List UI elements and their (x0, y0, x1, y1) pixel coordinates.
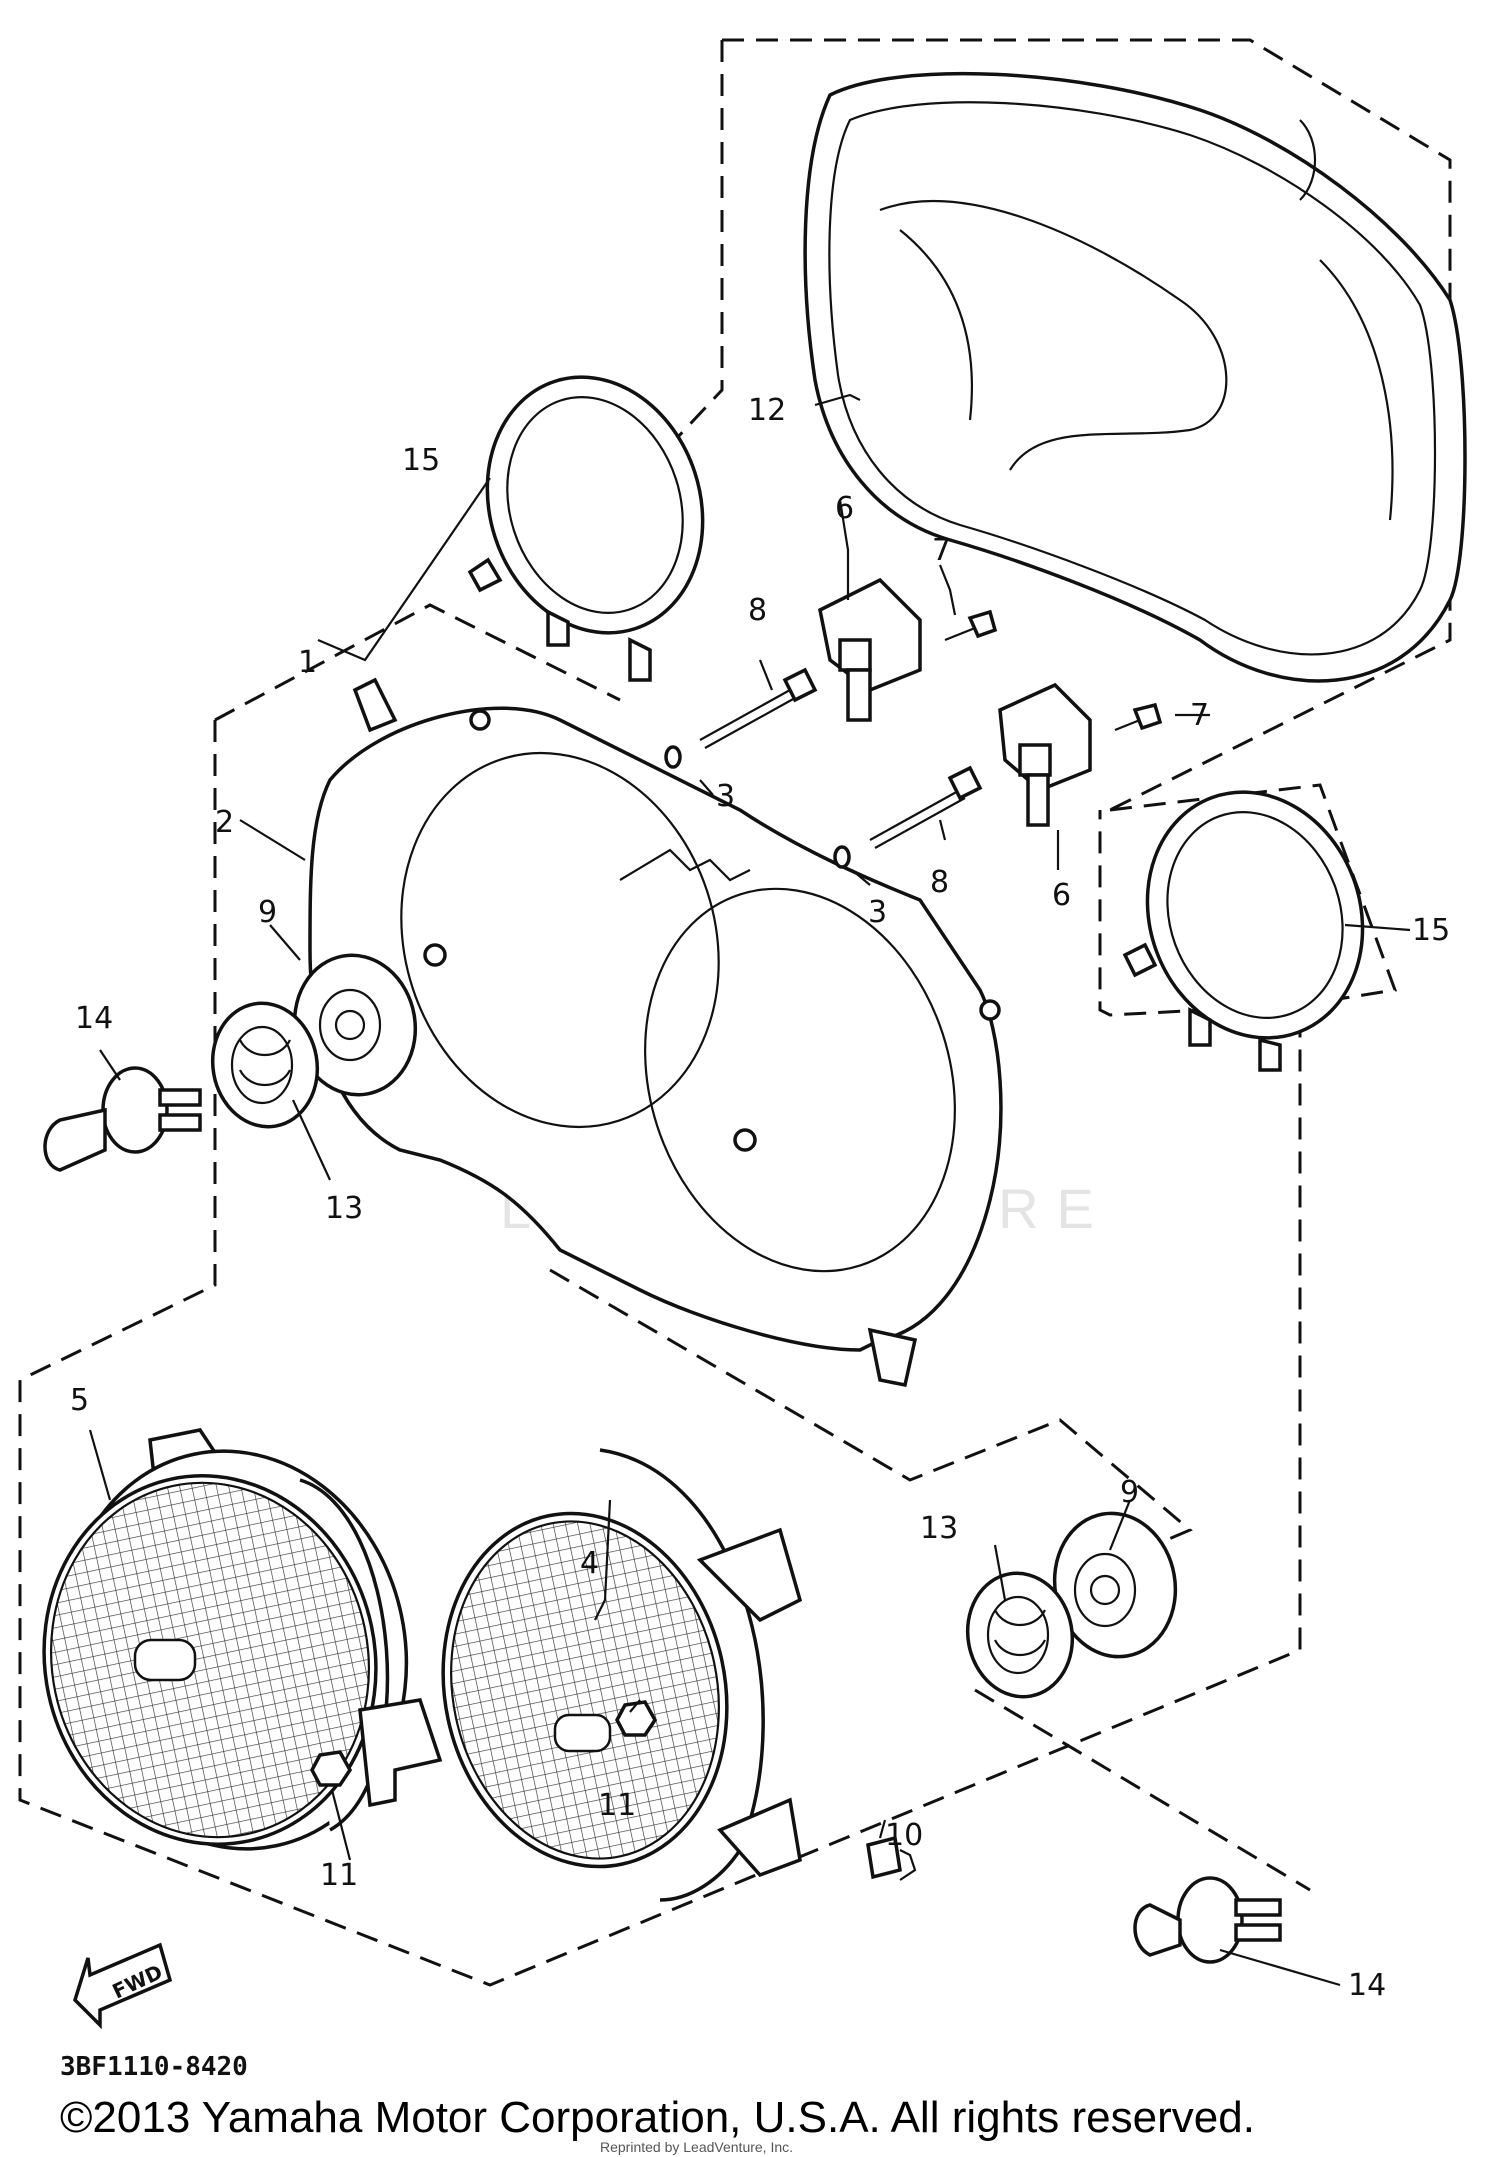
callout-15-right: 15 (1412, 913, 1450, 948)
callout-13-upper: 13 (325, 1191, 363, 1226)
part-8-adjust-screw-upper (699, 667, 818, 749)
callout-3-upper: 3 (716, 779, 735, 814)
diagram-code: 3BF1110-8420 (60, 2052, 248, 2082)
callout-8-upper: 8 (748, 593, 767, 628)
callout-10: 10 (885, 1818, 923, 1853)
callout-15-upper: 15 (402, 443, 440, 478)
callout-11-center: 11 (598, 1788, 636, 1823)
part-7-screw-upper (944, 609, 998, 642)
part-3-oring-upper (664, 745, 682, 769)
part-15-ring-right (1122, 790, 1365, 1072)
callout-11-left: 11 (320, 1858, 358, 1893)
part-3-oring-lower (833, 845, 851, 869)
callout-13-lower: 13 (920, 1511, 958, 1546)
group-outline-14-right (974, 1688, 1311, 1892)
leader-lines (88, 393, 1411, 1987)
part-7-screw-lower (1114, 702, 1163, 732)
part-11-nut-center (615, 1700, 658, 1737)
part-10-position-bulb (866, 1819, 902, 1880)
part-9-socket-cover-upper (292, 953, 418, 1097)
reprint-note: Reprinted by LeadVenture, Inc. (600, 2139, 793, 2155)
part-13-socket-ring-upper (210, 1001, 320, 1129)
callout-3-lower: 3 (868, 895, 887, 930)
part-14-bulb-upper (43, 1066, 202, 1172)
callout-14-lower: 14 (1348, 1968, 1386, 2003)
part-8-adjust-screw-lower (869, 765, 983, 849)
part-11-nut-left (310, 1750, 353, 1787)
group-outline-12 (598, 38, 1452, 812)
callout-6-upper: 6 (835, 491, 854, 526)
callout-9-lower: 9 (1120, 1475, 1139, 1510)
callout-12: 12 (748, 393, 786, 428)
callout-8-lower: 8 (930, 865, 949, 900)
part-14-bulb-lower (1133, 1876, 1282, 1964)
callout-5: 5 (70, 1383, 89, 1418)
callout-14-upper: 14 (75, 1001, 113, 1036)
part-6-bracket-lower (998, 682, 1092, 827)
callout-2: 2 (215, 805, 234, 840)
callout-7-lower: 7 (1190, 698, 1209, 733)
part-12-cowling (803, 71, 1467, 683)
copyright-notice: ©2013 Yamaha Motor Corporation, U.S.A. A… (60, 2093, 1255, 2142)
callout-7-upper: 7 (932, 533, 951, 568)
callout-1: 1 (298, 645, 317, 680)
part-4-lamp-unit-center (441, 1448, 803, 1902)
part-13-socket-ring-lower (965, 1571, 1075, 1699)
callout-9-upper: 9 (258, 895, 277, 930)
callout-4: 4 (580, 1546, 599, 1581)
callout-6-lower: 6 (1052, 878, 1071, 913)
group-outline-2 (18, 603, 1302, 1987)
part-5-lamp-unit-left (42, 1428, 443, 1851)
part-6-bracket-upper (818, 577, 922, 722)
fwd-arrow-icon: FWD (73, 1942, 173, 2030)
part-15-ring-left (467, 375, 705, 682)
